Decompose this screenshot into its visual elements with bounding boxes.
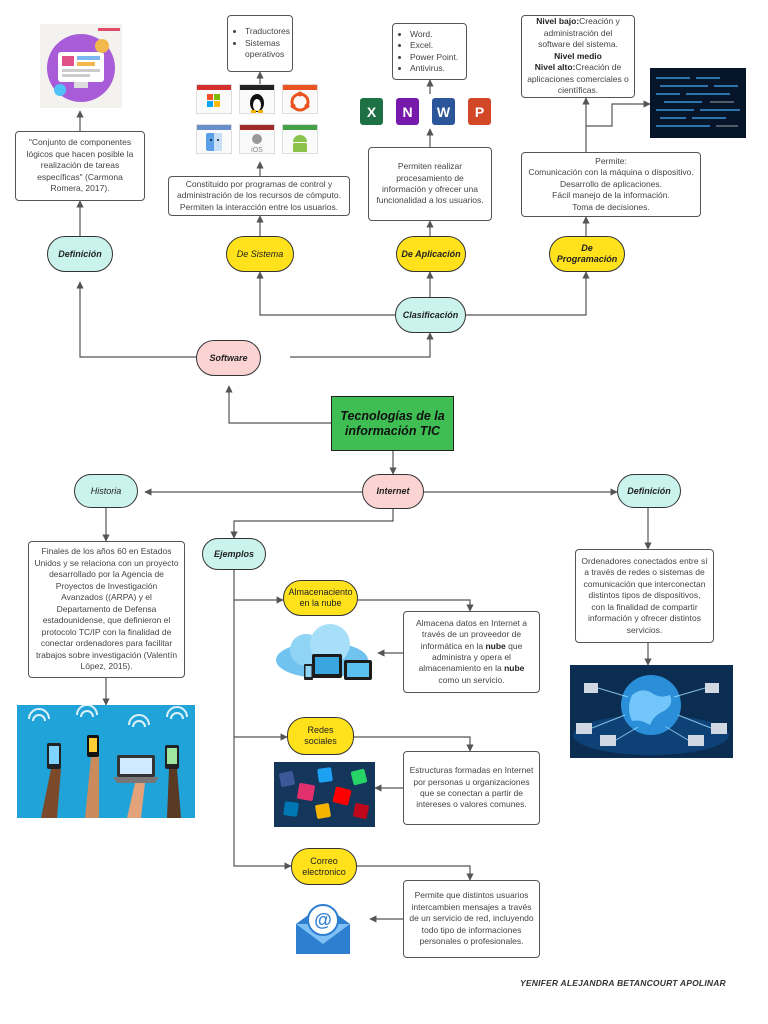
aplicacion-node[interactable]: De Aplicación xyxy=(396,236,466,272)
social-media-image xyxy=(274,762,375,827)
sistema-examples-box: Traductores Sistemas operativos xyxy=(227,15,293,72)
nube-node[interactable]: Almacenaciento en la nube xyxy=(283,580,358,616)
software-image xyxy=(40,24,122,108)
central-node[interactable]: Tecnologías de la información TIC xyxy=(331,396,454,451)
linux-icon xyxy=(239,84,275,114)
windows-icon xyxy=(196,84,232,114)
ubuntu-icon xyxy=(282,84,318,114)
aplicacion-examples-list: Word. Excel. Power Point. Antivirus. xyxy=(398,29,461,75)
word-icon: W xyxy=(432,98,455,125)
aplicacion-example-item: Power Point. xyxy=(410,52,461,63)
svg-text:iOS: iOS xyxy=(251,147,263,154)
nivel-alto-text: Creación de aplicaciones comerciales o c… xyxy=(527,62,629,96)
nube-text-c: como un servicio. xyxy=(438,674,505,685)
edge-ejemplos-correo xyxy=(233,737,292,870)
nivel-bajo-label: Nivel bajo: xyxy=(536,16,580,27)
nube-bold-1: nube xyxy=(485,640,506,651)
software-definicion-text: "Conjunto de componentes lógicos que hac… xyxy=(26,137,134,194)
edge-software-definicion xyxy=(76,281,196,358)
internet-definicion-text: Ordenadores conectados entre sí a través… xyxy=(581,555,708,635)
historia-box: Finales de los años 60 en Estados Unidos… xyxy=(28,541,185,678)
correo-node[interactable]: Correo electronico xyxy=(291,848,357,885)
edge-software-clasificacion xyxy=(290,332,434,358)
historia-image xyxy=(17,705,195,818)
edge-central-software xyxy=(225,385,331,424)
nivel-bajo-text: Creación y administración del software d… xyxy=(538,16,620,50)
redes-node[interactable]: Redes sociales xyxy=(287,717,354,755)
sistema-box: Constituido por programas de control y a… xyxy=(168,176,350,216)
edge-to-code-image xyxy=(586,100,651,127)
aplicacion-example-item: Excel. xyxy=(410,40,461,51)
network-globe-image xyxy=(570,665,733,758)
nube-text-b: que administra y opera el almacenamiento… xyxy=(418,640,523,674)
onenote-icon: N xyxy=(396,98,419,125)
nivel-alto-label: Nivel alto: xyxy=(534,62,576,73)
software-definicion-box: "Conjunto de componentes lógicos que hac… xyxy=(15,131,145,201)
cloud-devices-image xyxy=(268,624,376,688)
excel-icon: X xyxy=(360,98,383,125)
aplicacion-box: Permiten realizar procesamiento de infor… xyxy=(368,147,492,221)
ejemplos-node[interactable]: Ejemplos xyxy=(202,538,266,570)
edge-clas-programacion xyxy=(466,271,590,316)
software-definicion-node[interactable]: Definición xyxy=(47,236,113,272)
internet-definicion-box: Ordenadores conectados entre sí a través… xyxy=(575,549,714,643)
at-sign-icon: @ xyxy=(314,910,332,930)
nube-text-a: Almacena datos en Internet a través de u… xyxy=(415,617,528,651)
sistema-example-item: Sistemas operativos xyxy=(245,38,287,61)
aplicacion-example-item: Word. xyxy=(410,29,461,40)
nivel-medio-label: Nivel medio xyxy=(554,50,602,61)
programacion-text: Permite: Comunicación con la máquina o d… xyxy=(528,155,694,212)
sistema-example-item: Traductores xyxy=(245,26,290,37)
edge-internet-ejemplos xyxy=(230,509,394,539)
nube-bold-2: nube xyxy=(504,663,525,674)
code-image xyxy=(650,68,746,138)
correo-text: Permite que distintos usuarios intercamb… xyxy=(409,890,534,947)
redes-text: Estructuras formadas en Internet por per… xyxy=(409,765,534,810)
clasificacion-node[interactable]: Clasificación xyxy=(395,297,466,333)
edge-correo-box xyxy=(357,865,474,881)
powerpoint-icon: P xyxy=(468,98,491,125)
os-icons-image: iOS xyxy=(196,84,321,162)
internet-node[interactable]: Internet xyxy=(362,474,424,509)
edge-nube-box xyxy=(358,599,474,612)
aplicacion-example-item: Antivirus. xyxy=(410,63,461,74)
sistema-node[interactable]: De Sistema xyxy=(226,236,294,272)
correo-box: Permite que distintos usuarios intercamb… xyxy=(403,880,540,958)
software-node[interactable]: Software xyxy=(196,340,261,376)
historia-node[interactable]: Historia xyxy=(74,474,138,508)
edge-ejemplos-nube xyxy=(233,570,284,604)
author-name: YENIFER ALEJANDRA BETANCOURT APOLINAR xyxy=(520,978,726,988)
office-icons-image: X N W P xyxy=(358,94,504,129)
edge-redes-box xyxy=(354,736,474,752)
ios-icon: iOS xyxy=(239,124,275,154)
correo-label: Correo electronico xyxy=(302,855,346,877)
nube-box: Almacena datos en Internet a través de u… xyxy=(403,611,540,693)
programacion-levels-box: Nivel bajo:Creación y administración del… xyxy=(521,15,635,98)
aplicacion-examples-box: Word. Excel. Power Point. Antivirus. xyxy=(392,23,467,80)
internet-definicion-node[interactable]: Definición xyxy=(617,474,681,508)
historia-text: Finales de los años 60 en Estados Unidos… xyxy=(34,546,179,672)
macos-icon xyxy=(196,124,232,154)
sistema-text: Constituido por programas de control y a… xyxy=(177,178,341,212)
redes-box: Estructuras formadas en Internet por per… xyxy=(403,751,540,825)
edge-clas-sistema xyxy=(256,271,395,316)
aplicacion-text: Permiten realizar procesamiento de infor… xyxy=(376,161,484,206)
android-icon xyxy=(282,124,318,154)
programacion-box: Permite: Comunicación con la máquina o d… xyxy=(521,152,701,217)
sistema-examples-list: Traductores Sistemas operativos xyxy=(233,26,290,61)
email-image: @ xyxy=(292,894,354,960)
programacion-node[interactable]: De Programación xyxy=(549,236,625,272)
